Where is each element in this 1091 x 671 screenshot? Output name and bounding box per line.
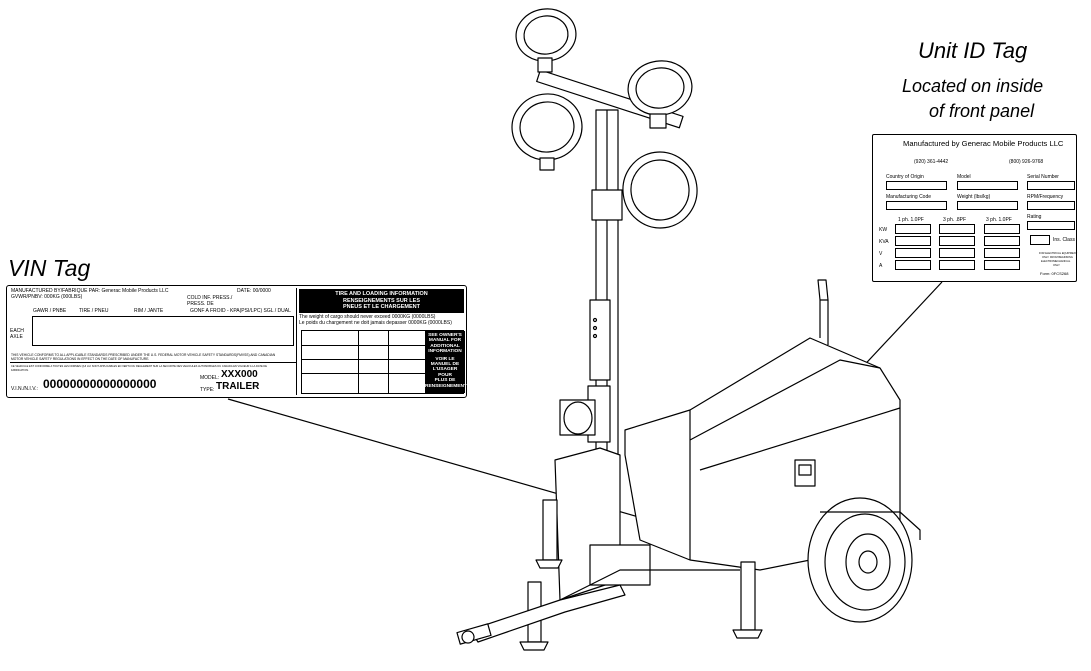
unit-ph3a-label: 3 ph. .8PF — [943, 217, 967, 223]
unit-v-label: V — [879, 251, 883, 257]
tire-info-line-1: TIRE AND LOADING INFORMATION — [335, 291, 428, 297]
unit-country-box — [886, 181, 947, 190]
unit-small-3: ELECTROMECHANICAL — [1041, 260, 1071, 263]
vin-col-tire: TIRE / PNEU — [79, 308, 109, 314]
vin-axle: AXLE — [10, 334, 23, 340]
unit-ph3b-label: 3 ph. 1.0PF — [986, 217, 1012, 223]
unit-kva-label: KVA — [879, 239, 889, 245]
unit-model-label: Model — [957, 174, 971, 180]
unit-serial-label: Serial Number — [1027, 174, 1059, 180]
unit-id-tag: Manufactured by Generac Mobile Products … — [872, 134, 1077, 282]
unit-ins-class-label: Ins. Class — [1053, 237, 1075, 243]
vin-tag: MANUFACTURED BY/FABRIQUE PAR: Generac Mo… — [6, 285, 470, 398]
unit-id-tag-subtitle-1: Located on inside — [902, 76, 1044, 96]
unit-kw-label: KW — [879, 227, 888, 233]
unit-small-1: FOR ELECTRICAL EQUIPMENT — [1039, 252, 1078, 255]
vin-col-rim: RIM / JANTE — [134, 308, 164, 314]
unit-rpm-label: RPM/Frequency — [1027, 194, 1064, 200]
unit-id-tag-subtitle-2: of front panel — [929, 101, 1035, 121]
vin-number-label: V.I.N./N.I.V.: — [11, 386, 38, 392]
tire-info-line-3: PNEUS ET LE CHARGEMENT — [342, 304, 420, 310]
vin-conform-en2: MOTOR VEHICLE SAFETY REGULATIONS IN EFFE… — [11, 357, 150, 361]
unit-ph1-label: 1 ph. 1.0PF — [898, 217, 924, 223]
unit-phone-2: (800) 926-9768 — [1009, 159, 1044, 165]
vin-owners-manual-note: SEE OWNER'S MANUAL FOR ADDITIONAL INFORM… — [425, 331, 470, 393]
vin-type-value: TRAILER — [216, 381, 260, 392]
vin-tag-title: VIN Tag — [8, 255, 91, 281]
tire-info-line-2: RENSEIGNEMENTS SUR LES — [342, 297, 420, 304]
vin-type-label: TYPE: — [200, 387, 215, 393]
unit-phone-1: (920) 361-4442 — [914, 159, 949, 165]
vin-cold-press-1: COLD INF. PRESS./ — [187, 295, 233, 301]
vin-conform-fr: CE VEHICULE EST CONFORME A TOUTES LES NO… — [11, 365, 268, 368]
unit-model-box — [957, 181, 1018, 190]
unit-rating-label: Rating — [1027, 214, 1042, 220]
vin-model-value: XXX000 — [221, 369, 258, 380]
vin-col-gawr: GAWR / PNBE — [33, 308, 67, 314]
vin-gvwr: GVWR/PNBV: 000KG (000LBS) — [11, 294, 83, 300]
vin-col-gonf: GONF A FROID - KPA(PSI/LPC) SGL / DUAL — [190, 308, 291, 314]
unit-form: Form: 0FCS268 — [1040, 271, 1069, 276]
unit-weight-box — [957, 201, 1018, 210]
vin-date: DATE: 00/0000 — [237, 288, 271, 294]
unit-serial-box — [1027, 181, 1075, 190]
unit-manufactured: Manufactured by Generac Mobile Products … — [903, 139, 1064, 148]
vin-conform-en: THIS VEHICLE CONFORMS TO ALL APPLICABLE … — [11, 353, 276, 357]
vin-number-value: 00000000000000000 — [43, 377, 157, 391]
vin-cold-press-2: PRESS. DE — [187, 301, 214, 307]
unit-rating-box — [1027, 221, 1075, 230]
vin-cargo-en: The weight of cargo should never exceed … — [299, 314, 436, 320]
vin-tire-loading-header: TIRE AND LOADING INFORMATION RENSEIGNEME… — [299, 289, 464, 313]
unit-id-tag-title: Unit ID Tag — [918, 38, 1028, 63]
unit-small-2: ONLY. FROM BEGINNING — [1042, 256, 1073, 259]
unit-a-label: A — [879, 263, 883, 269]
unit-ins-class-box — [1030, 235, 1050, 245]
unit-small-4: ONLY — [1053, 264, 1060, 267]
vin-cargo-fr: Le poids du chargement ne doit jamais de… — [299, 320, 452, 326]
unit-mfg-code-box — [886, 201, 947, 210]
unit-weight-label: Weight (lbs/kg) — [957, 194, 991, 200]
vin-model-label: MODEL: — [200, 375, 220, 381]
vin-manufactured: MANUFACTURED BY/FABRIQUE PAR: Generac Mo… — [11, 288, 169, 294]
vin-each: EACH — [10, 328, 24, 334]
unit-country-label: Country of Origin — [886, 174, 924, 180]
vin-axle-box — [32, 316, 294, 346]
unit-rpm-box — [1027, 201, 1075, 210]
unit-mfg-code-label: Manufacturing Code — [886, 194, 932, 200]
vin-conform-fr2: FABRICATION. — [11, 369, 29, 372]
lamp-head — [515, 8, 577, 73]
